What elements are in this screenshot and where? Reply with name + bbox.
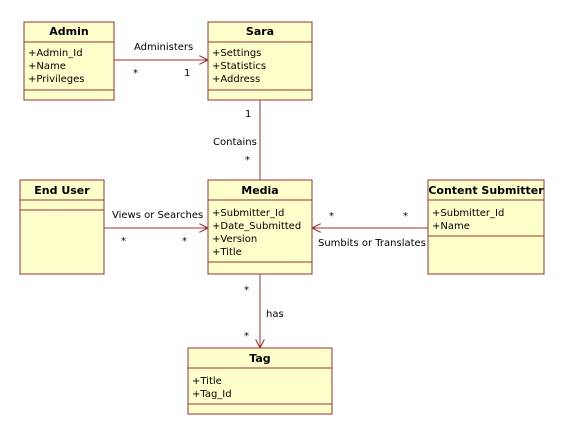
class-content-submitter-box: [427, 179, 545, 275]
class-media-name: Media: [241, 184, 278, 197]
class-media-attr: +Title: [212, 247, 242, 258]
contains-source-multiplicity: 1: [245, 109, 251, 120]
class-media-attr: +Submitter_Id: [212, 208, 284, 219]
administers-label: Administers: [134, 42, 193, 53]
class-sara-attr: +Settings: [212, 48, 261, 59]
class-end-user-name: End User: [34, 184, 90, 197]
contains-target-multiplicity: *: [245, 155, 250, 166]
class-tag-attr: +Tag_Id: [192, 389, 232, 400]
class-content-submitter: Content Submitter +Submitter_Id +Name: [427, 179, 545, 275]
class-media-box: [207, 179, 313, 275]
class-sara-name: Sara: [246, 25, 274, 38]
class-content-submitter-attr: +Submitter_Id: [432, 208, 504, 219]
class-tag: Tag +Title +Tag_Id: [187, 347, 333, 415]
has-label: has: [266, 309, 284, 320]
submits-or-translates-source-multiplicity: *: [403, 211, 408, 222]
class-tag-name: Tag: [249, 352, 270, 365]
class-admin-attr: +Privileges: [28, 74, 84, 85]
class-sara-attr: +Address: [212, 74, 260, 85]
class-media-attr: +Date_Submitted: [212, 221, 301, 232]
class-sara-box: [207, 21, 313, 101]
association-administers: Administers * 1: [114, 42, 208, 79]
class-admin: Admin +Admin_Id +Name +Privileges: [23, 21, 115, 101]
class-tag-attr: +Title: [192, 376, 222, 387]
has-target-multiplicity: *: [244, 331, 249, 342]
association-views-or-searches: Views or Searches * *: [104, 210, 208, 247]
association-contains: 1 Contains *: [213, 100, 261, 180]
class-sara: Sara +Settings +Statistics +Address: [207, 21, 313, 101]
class-tag-box: [187, 347, 333, 415]
administers-source-multiplicity: *: [133, 68, 138, 79]
class-content-submitter-attr: +Name: [432, 221, 470, 232]
submits-or-translates-target-multiplicity: *: [329, 211, 334, 222]
has-source-multiplicity: *: [244, 285, 249, 296]
class-media: Media +Submitter_Id +Date_Submitted +Ver…: [207, 179, 313, 275]
association-has: * has *: [244, 274, 284, 348]
class-content-submitter-name: Content Submitter: [428, 184, 544, 197]
class-end-user-box: [19, 179, 105, 275]
views-or-searches-target-multiplicity: *: [182, 236, 187, 247]
submits-or-translates-label: Sumbits or Translates: [318, 238, 426, 249]
views-or-searches-label: Views or Searches: [112, 210, 203, 221]
contains-label: Contains: [213, 137, 257, 148]
association-submits-or-translates: * * Sumbits or Translates: [312, 211, 428, 249]
class-admin-attr: +Admin_Id: [28, 48, 83, 59]
administers-target-multiplicity: 1: [184, 68, 190, 79]
class-media-attr: +Version: [212, 234, 257, 245]
views-or-searches-source-multiplicity: *: [121, 236, 126, 247]
class-admin-box: [23, 21, 115, 101]
class-sara-attr: +Statistics: [212, 61, 266, 72]
class-admin-name: Admin: [49, 25, 88, 38]
class-admin-attr: +Name: [28, 61, 66, 72]
class-end-user: End User: [19, 179, 105, 275]
